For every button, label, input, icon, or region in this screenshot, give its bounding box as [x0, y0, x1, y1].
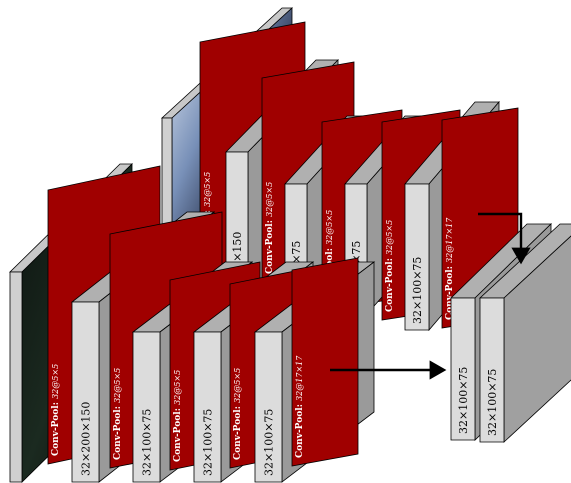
input-image-bottom-front	[9, 271, 23, 483]
top-conv-pool-5-label: Conv-Pool: 32@17×17	[445, 217, 455, 320]
bottom-feature-map-4-label: 32×100×75	[263, 409, 276, 476]
bottom-conv-pool-3-label: Conv-Pool: 32@5×5	[173, 370, 183, 462]
bottom-conv-pool-2-label: Conv-Pool: 32@5×5	[113, 368, 123, 460]
top-conv-pool-2-spec: 32@5×5	[265, 182, 274, 217]
bottom-conv-pool-3-word: Conv-Pool:	[173, 405, 183, 462]
bottom-conv-pool-1-label: Conv-Pool: 32@5×5	[51, 364, 61, 456]
top-branch-arrow	[478, 212, 531, 265]
output-feature-map-1-label: 32×100×75	[457, 367, 470, 434]
bottom-conv-pool-1-spec: 32@5×5	[51, 364, 60, 399]
bottom-feature-map-2-label: 32×100×75	[141, 409, 154, 476]
bottom-conv-pool-2-word: Conv-Pool:	[113, 403, 123, 460]
top-conv-pool-2-label: Conv-Pool: 32@5×5	[265, 182, 275, 274]
top-conv-pool-1-spec: 32@5×5	[203, 172, 212, 207]
top-conv-pool-4-word: Conv-Pool:	[385, 255, 395, 312]
bottom-conv-pool-5-label: Conv-Pool: 32@17×17	[295, 355, 305, 458]
bottom-conv-pool-4-label: Conv-Pool: 32@5×5	[233, 368, 243, 460]
top-conv-pool-4-label: Conv-Pool: 32@5×5	[385, 220, 395, 312]
bottom-conv-pool-4-spec: 32@5×5	[233, 368, 242, 403]
bottom-conv-pool-5-word: Conv-Pool:	[295, 401, 305, 458]
top-feature-map-4-label: 32×100×75	[411, 257, 424, 324]
bottom-conv-pool-1-word: Conv-Pool:	[51, 399, 61, 456]
bottom-conv-pool-5-spec: 32@17×17	[295, 355, 304, 401]
bottom-feature-map-2-front	[132, 331, 161, 483]
top-conv-pool-3-spec: 32@5×5	[325, 210, 334, 245]
bottom-conv-pool-5-plate	[291, 257, 359, 467]
bottom-conv-pool-2-spec: 32@5×5	[113, 368, 122, 403]
output-feature-map-1-front	[450, 297, 476, 441]
bottom-feature-map-4-front	[254, 331, 283, 483]
top-conv-pool-4-spec: 32@5×5	[385, 220, 394, 255]
top-feature-map-4-front	[404, 183, 430, 331]
bottom-feature-map-1-front	[71, 301, 100, 483]
bottom-conv-pool-4-word: Conv-Pool:	[233, 403, 243, 460]
output-feature-map-2-front	[479, 297, 505, 443]
output-feature-map-2-label: 32×100×75	[486, 369, 499, 436]
bottom-feature-map-1-label: 32×200×150	[80, 402, 93, 476]
bottom-feature-map-3-front	[193, 331, 222, 483]
top-conv-pool-2-word: Conv-Pool:	[265, 217, 275, 274]
top-conv-pool-5-spec: 32@17×17	[445, 217, 454, 263]
bottom-conv-pool-3-spec: 32@5×5	[173, 370, 182, 405]
top-conv-pool-5-word: Conv-Pool:	[445, 263, 455, 320]
bottom-conv-pool-5: Conv-Pool: 32@17×17	[291, 257, 359, 467]
bottom-feature-map-3-label: 32×100×75	[202, 409, 215, 476]
